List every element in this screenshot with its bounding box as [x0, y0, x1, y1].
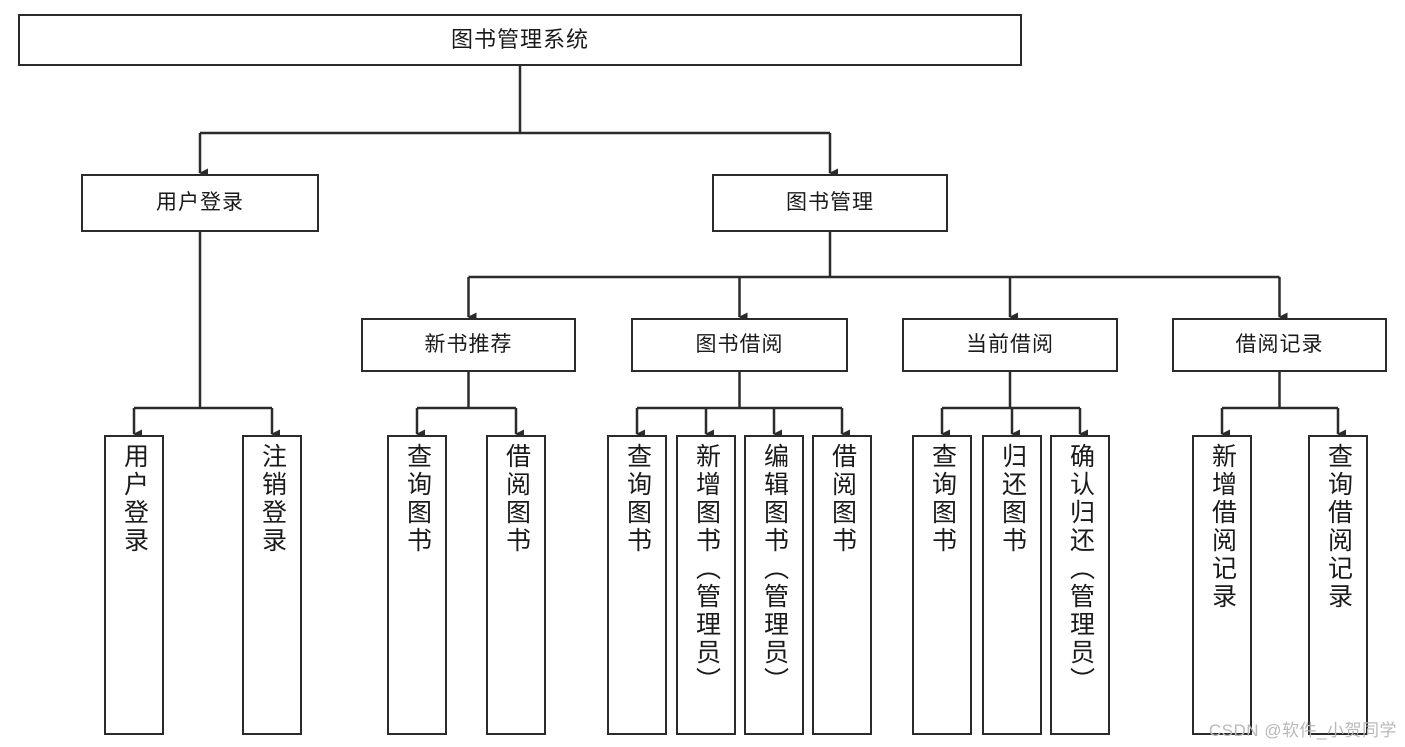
node-login[interactable]: 用户登录 — [81, 174, 319, 232]
node-leaf8[interactable]: 借阅图书 — [812, 435, 872, 735]
node-label: 注销登录 — [258, 443, 287, 555]
node-label: 查询图书 — [928, 443, 957, 555]
edge-group — [132, 66, 1346, 439]
node-label: 用户登录 — [120, 443, 149, 555]
node-label: 查询图书 — [403, 443, 432, 555]
node-newbook[interactable]: 新书推荐 — [361, 318, 576, 372]
node-leaf1[interactable]: 用户登录 — [104, 435, 164, 735]
node-label: 查询借阅记录 — [1324, 443, 1353, 611]
node-label: 当前借阅 — [966, 332, 1054, 356]
node-leaf12[interactable]: 新增借阅记录 — [1192, 435, 1252, 735]
node-leaf7[interactable]: 编辑图书（管理员） — [744, 435, 804, 735]
node-label: 图书管理 — [786, 190, 874, 214]
watermark-text: CSDN @软件_小贺同学 — [1208, 721, 1397, 740]
node-label: 新增图书（管理员） — [692, 443, 721, 695]
node-current[interactable]: 当前借阅 — [902, 318, 1118, 372]
node-bookmgmt[interactable]: 图书管理 — [712, 174, 948, 232]
node-label: 新书推荐 — [424, 332, 513, 356]
node-leaf6[interactable]: 新增图书（管理员） — [676, 435, 736, 735]
node-borrow[interactable]: 图书借阅 — [631, 318, 848, 372]
node-label: 借阅图书 — [502, 443, 531, 555]
node-leaf3[interactable]: 查询图书 — [387, 435, 447, 735]
node-label: 查询图书 — [623, 443, 652, 555]
node-label: 确认归还（管理员） — [1066, 443, 1095, 695]
node-label: 图书借阅 — [695, 332, 784, 356]
node-leaf13[interactable]: 查询借阅记录 — [1308, 435, 1368, 735]
node-leaf11[interactable]: 确认归还（管理员） — [1050, 435, 1110, 735]
node-label: 新增借阅记录 — [1208, 443, 1237, 611]
node-label: 编辑图书（管理员） — [760, 443, 789, 695]
node-label: 借阅记录 — [1235, 332, 1324, 356]
node-leaf4[interactable]: 借阅图书 — [486, 435, 546, 735]
node-label: 归还图书 — [998, 443, 1027, 555]
node-label: 图书管理系统 — [450, 27, 589, 53]
node-records[interactable]: 借阅记录 — [1172, 318, 1387, 372]
node-label: 用户登录 — [156, 190, 244, 214]
node-leaf5[interactable]: 查询图书 — [607, 435, 667, 735]
node-leaf2[interactable]: 注销登录 — [242, 435, 302, 735]
node-leaf10[interactable]: 归还图书 — [982, 435, 1042, 735]
node-label: 借阅图书 — [828, 443, 857, 555]
node-leaf9[interactable]: 查询图书 — [912, 435, 972, 735]
node-root[interactable]: 图书管理系统 — [18, 14, 1022, 66]
